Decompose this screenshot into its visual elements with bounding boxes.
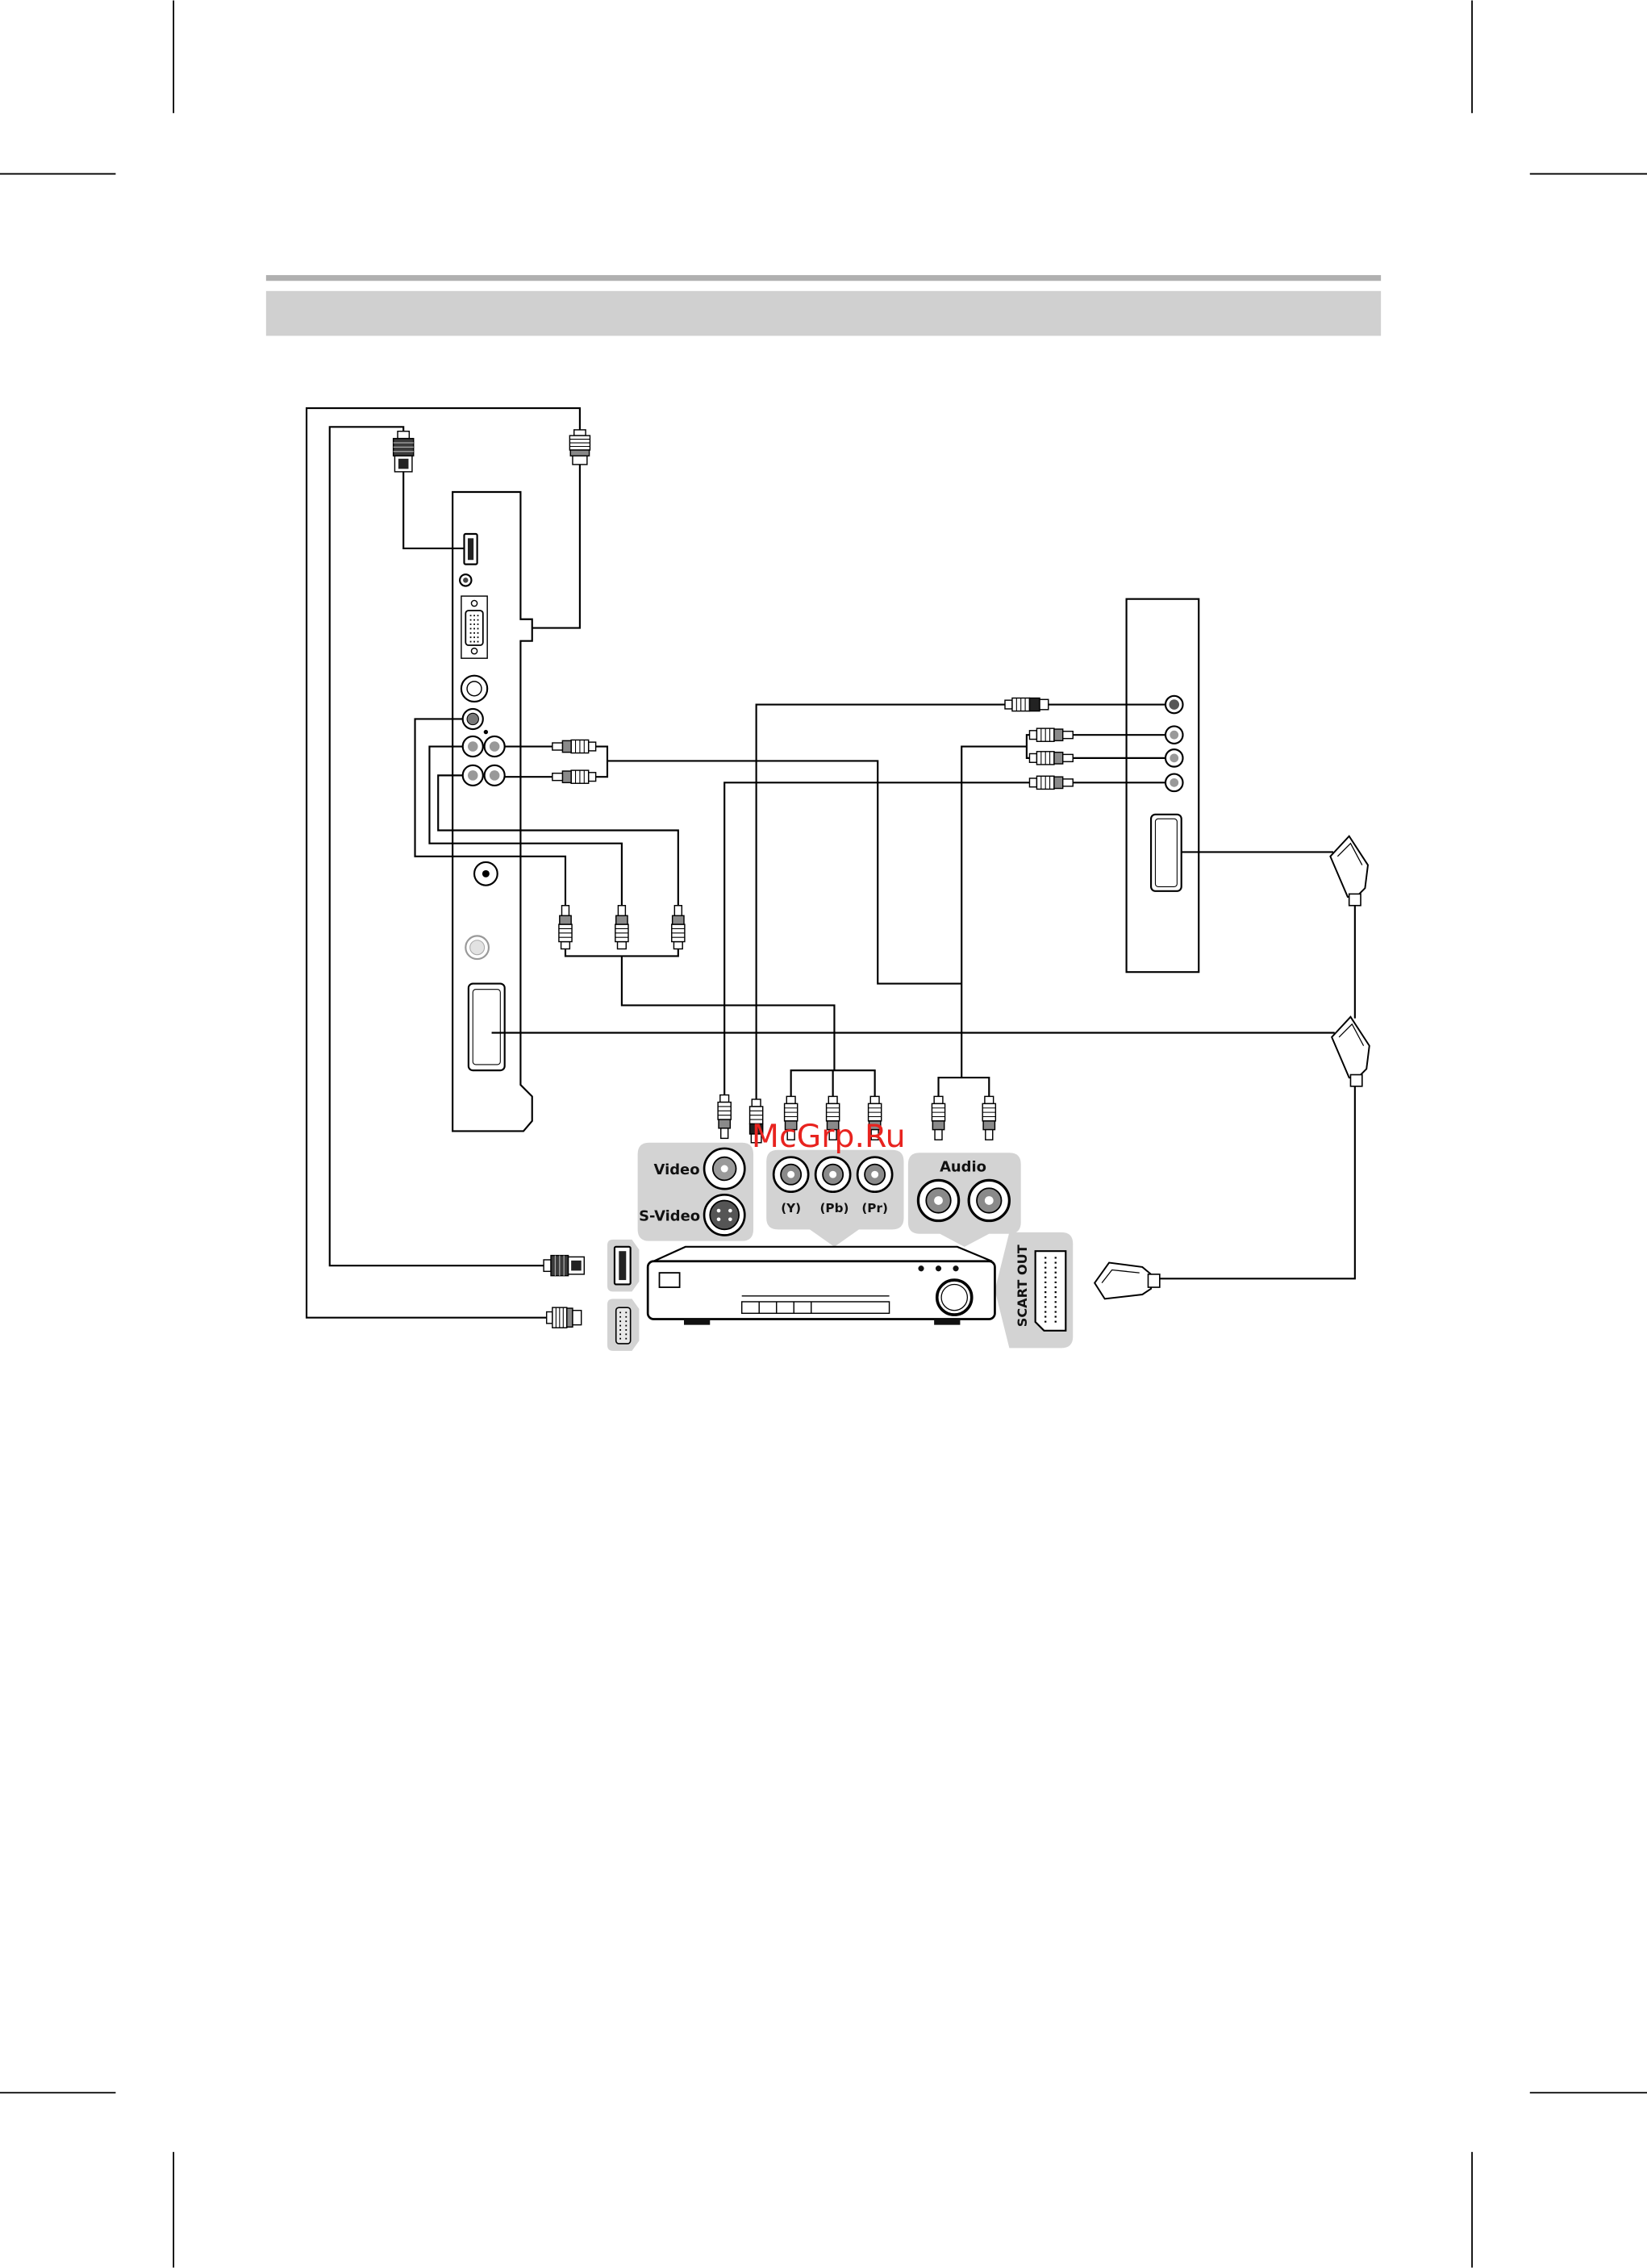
rca-plug-pr-panel bbox=[672, 906, 685, 949]
rca-plug-audio-player-r bbox=[982, 1096, 995, 1140]
panel-round-jack bbox=[461, 676, 487, 702]
video-cable bbox=[724, 782, 1165, 1094]
rca-plug-video-right bbox=[1029, 776, 1073, 789]
player-buttons bbox=[742, 1302, 890, 1313]
scart-plug-player bbox=[1095, 1263, 1160, 1299]
panel-svideo-jack bbox=[463, 709, 483, 729]
rca-plug-video-player bbox=[718, 1095, 731, 1139]
rca-plug-audio-left-r bbox=[552, 770, 596, 783]
player-component-jacks bbox=[773, 1157, 892, 1192]
right-svideo-jack bbox=[1165, 696, 1183, 714]
player-scart-port bbox=[1036, 1251, 1066, 1331]
audio-right-cable bbox=[961, 735, 1029, 1078]
scart-out-label: SCART OUT bbox=[1015, 1244, 1030, 1327]
player-hdmi-port bbox=[615, 1247, 631, 1285]
scart-plug-right bbox=[1330, 836, 1368, 906]
right-scart-port bbox=[1151, 815, 1182, 891]
panel-hdmi-port bbox=[464, 534, 477, 565]
panel-antenna-input bbox=[474, 862, 498, 886]
svideo-label: S-Video bbox=[639, 1208, 700, 1225]
component-cable-join bbox=[565, 949, 834, 1071]
vga-cable-panel bbox=[532, 465, 580, 628]
panel-aux-jack bbox=[465, 936, 489, 959]
left-tv-panel bbox=[452, 492, 532, 1131]
panel-headphone-jack bbox=[460, 574, 471, 586]
dvd-player bbox=[648, 1247, 994, 1325]
scart-cable-player bbox=[1160, 1086, 1355, 1278]
section-header bbox=[266, 275, 1381, 336]
rca-plug-audio-left-l bbox=[552, 740, 596, 753]
player-indicator bbox=[918, 1265, 924, 1271]
vga-plug-player bbox=[547, 1307, 582, 1328]
power-knob bbox=[937, 1280, 972, 1315]
rca-plug-audio-right-l bbox=[1029, 728, 1073, 741]
player-display bbox=[660, 1273, 680, 1287]
panel-scart-port bbox=[469, 984, 505, 1071]
crop-mark-top-left bbox=[0, 0, 173, 173]
header-bar bbox=[266, 291, 1381, 336]
player-indicator bbox=[936, 1265, 941, 1271]
video-label: Video bbox=[654, 1161, 700, 1178]
vga-cable bbox=[306, 408, 580, 1318]
player-foot-right bbox=[934, 1319, 960, 1324]
player-svideo-jack bbox=[704, 1194, 744, 1235]
crop-mark-bottom-left bbox=[0, 2093, 173, 2268]
right-device-panel bbox=[1127, 599, 1199, 973]
panel-vga-port bbox=[461, 596, 487, 658]
rca-plug-pb-panel bbox=[615, 906, 628, 949]
player-video-jack bbox=[704, 1149, 744, 1189]
audio-label: Audio bbox=[940, 1159, 986, 1176]
player-indicator bbox=[953, 1265, 958, 1271]
rca-plug-audio-right-r bbox=[1029, 752, 1073, 765]
svideo-plug-right bbox=[1005, 698, 1049, 711]
hdmi-plug-top bbox=[394, 432, 414, 472]
component-y-label: (Y) bbox=[781, 1201, 801, 1215]
right-panel-outline bbox=[1127, 599, 1199, 973]
header-rule bbox=[266, 275, 1381, 281]
hdmi-plug-player bbox=[544, 1256, 584, 1276]
component-bracket bbox=[791, 1070, 875, 1096]
rca-plug-y-panel bbox=[559, 906, 572, 949]
player-top bbox=[653, 1247, 992, 1261]
rca-plug-audio-player-l bbox=[932, 1096, 944, 1140]
component-pb-label: (Pb) bbox=[819, 1201, 849, 1215]
crop-mark-bottom-right bbox=[1472, 2093, 1647, 2268]
watermark: McGrp.Ru bbox=[752, 1118, 906, 1155]
crop-mark-top-right bbox=[1472, 0, 1647, 173]
audio-bracket bbox=[939, 1078, 990, 1096]
right-rca-jacks bbox=[1165, 726, 1183, 791]
player-vga-port bbox=[616, 1307, 631, 1344]
scart-plug-left bbox=[1332, 1017, 1370, 1086]
player-foot-left bbox=[684, 1319, 710, 1324]
component-pr-label: (Pr) bbox=[861, 1201, 888, 1215]
vga-plug-top bbox=[569, 430, 590, 465]
